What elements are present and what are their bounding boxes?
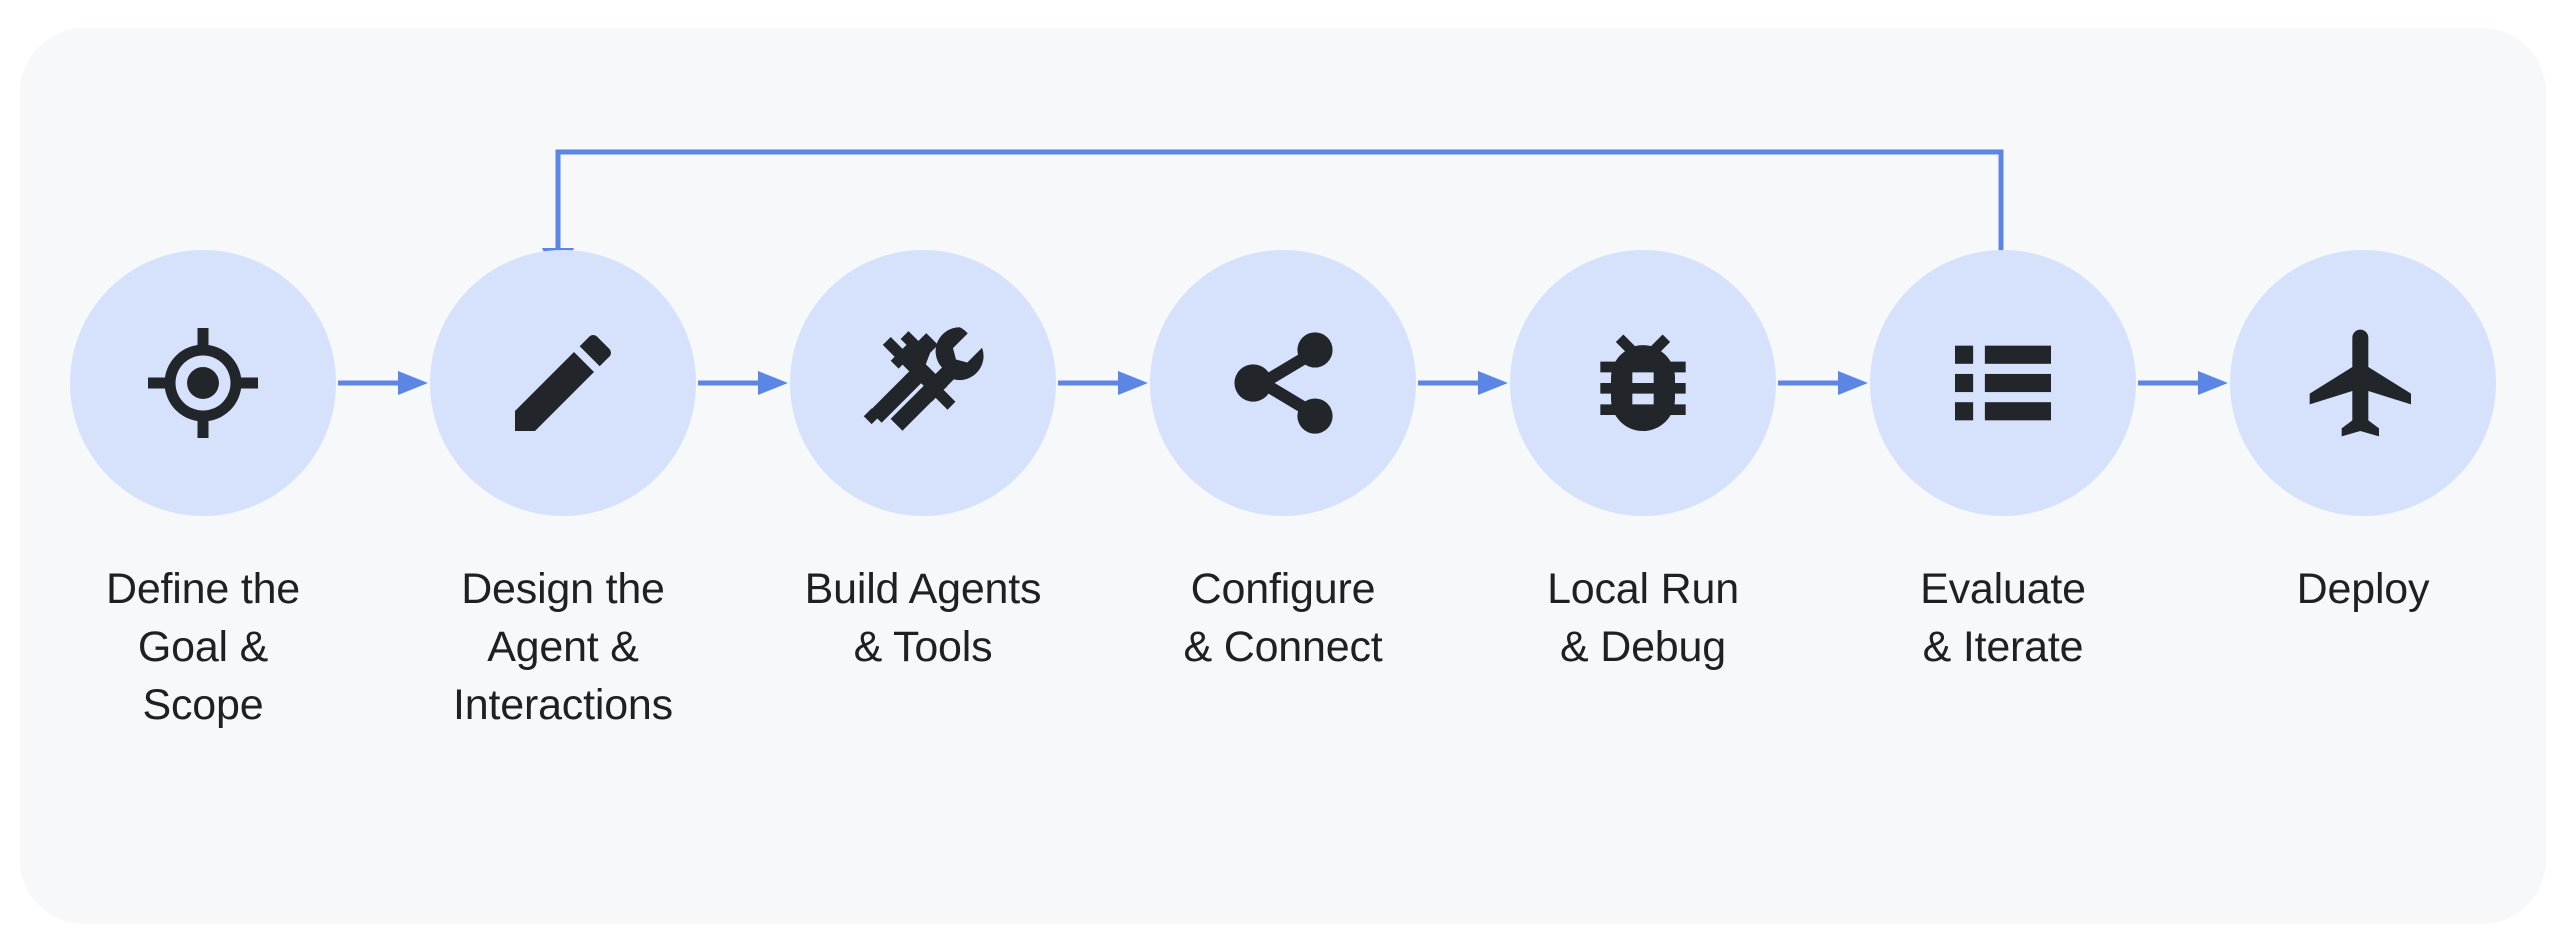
step-configure-connect[interactable]: Configure & Connect: [1150, 28, 1416, 676]
lifecycle-steps: Define the Goal & Scope Design the Agent…: [20, 28, 2546, 924]
step-icon-bubble[interactable]: [2230, 250, 2496, 516]
target-icon: [148, 328, 258, 438]
step-label: Design the Agent & Interactions: [453, 565, 673, 730]
connector-arrow: [696, 250, 790, 516]
arrow-right-icon: [338, 371, 428, 395]
arrow-right-icon: [698, 371, 788, 395]
connector-arrow: [1056, 250, 1150, 516]
connector-arrow: [1416, 250, 1510, 516]
list-icon: [1955, 345, 2051, 421]
connector-arrow: [336, 250, 430, 516]
pencil-icon: [515, 334, 612, 431]
arrow-right-icon: [1778, 371, 1868, 395]
share-nodes-icon: [1234, 332, 1333, 434]
step-evaluate-iterate[interactable]: Evaluate & Iterate: [1870, 28, 2136, 676]
connector-arrow: [2136, 250, 2230, 516]
step-icon-bubble[interactable]: [70, 250, 336, 516]
bug-icon: [1600, 334, 1686, 431]
step-icon-bubble[interactable]: [1150, 250, 1416, 516]
step-deploy[interactable]: Deploy: [2230, 28, 2496, 618]
arrow-right-icon: [1418, 371, 1508, 395]
airplane-icon: [2309, 329, 2411, 437]
step-icon-bubble[interactable]: [790, 250, 1056, 516]
step-local-run-debug[interactable]: Local Run & Debug: [1510, 28, 1776, 676]
step-icon-bubble[interactable]: [1510, 250, 1776, 516]
step-build-agents-tools[interactable]: Build Agents & Tools: [790, 28, 1056, 676]
step-icon-bubble[interactable]: [430, 250, 696, 516]
step-label: Evaluate & Iterate: [1920, 565, 2086, 672]
step-label: Local Run & Debug: [1547, 565, 1739, 672]
step-label: Build Agents & Tools: [804, 565, 1042, 672]
arrow-right-icon: [2138, 371, 2228, 395]
arrow-right-icon: [1058, 371, 1148, 395]
step-label: Deploy: [2296, 565, 2430, 613]
step-define-goal-scope[interactable]: Define the Goal & Scope: [70, 28, 336, 734]
step-label: Define the Goal & Scope: [105, 565, 301, 730]
hammer-wrench-icon: [863, 327, 984, 431]
step-label: Configure & Connect: [1183, 565, 1383, 672]
step-design-agent[interactable]: Design the Agent & Interactions: [430, 28, 696, 734]
connector-arrow: [1776, 250, 1870, 516]
step-icon-bubble[interactable]: [1870, 250, 2136, 516]
